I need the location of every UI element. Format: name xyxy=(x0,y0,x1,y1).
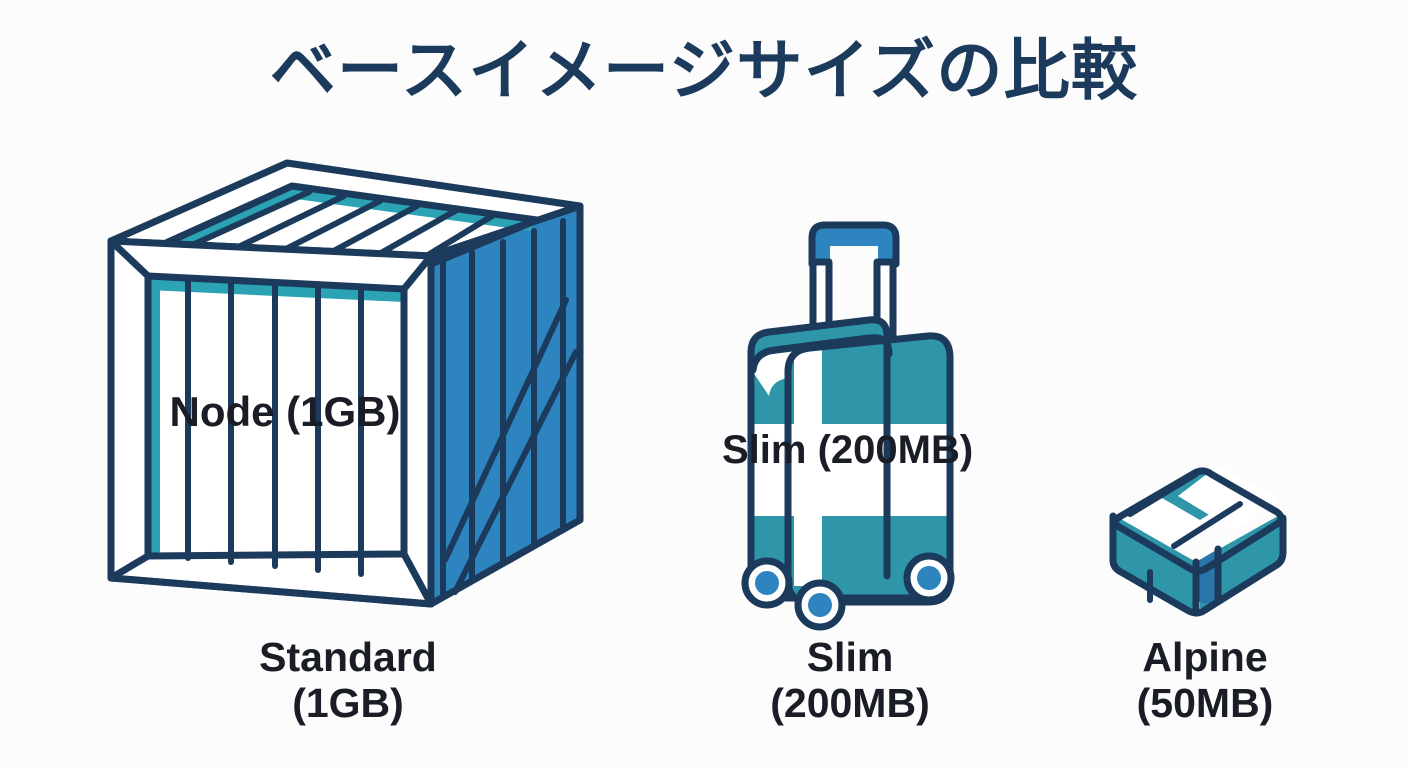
caption-slim-size: (200MB) xyxy=(770,680,930,727)
caption-standard: Standard (1GB) xyxy=(188,634,508,727)
page-title: ベースイメージサイズの比較 xyxy=(269,33,1139,107)
caption-standard-name: Standard xyxy=(259,634,437,680)
small-parcel-box-icon xyxy=(1109,467,1287,617)
caption-alpine-name: Alpine xyxy=(1142,634,1268,680)
suitcase-wheel-front xyxy=(794,579,846,631)
suitcase-wheel-right xyxy=(903,552,955,604)
rolling-suitcase-icon xyxy=(741,221,955,631)
caption-slim: Slim (200MB) xyxy=(700,634,1000,727)
caption-alpine-size: (50MB) xyxy=(1136,680,1274,727)
caption-standard-size: (1GB) xyxy=(292,680,404,727)
shipping-crate-icon xyxy=(107,159,584,608)
caption-alpine: Alpine (50MB) xyxy=(1055,634,1355,727)
suitcase-wheel-left xyxy=(741,557,793,609)
caption-slim-name: Slim xyxy=(806,634,894,680)
